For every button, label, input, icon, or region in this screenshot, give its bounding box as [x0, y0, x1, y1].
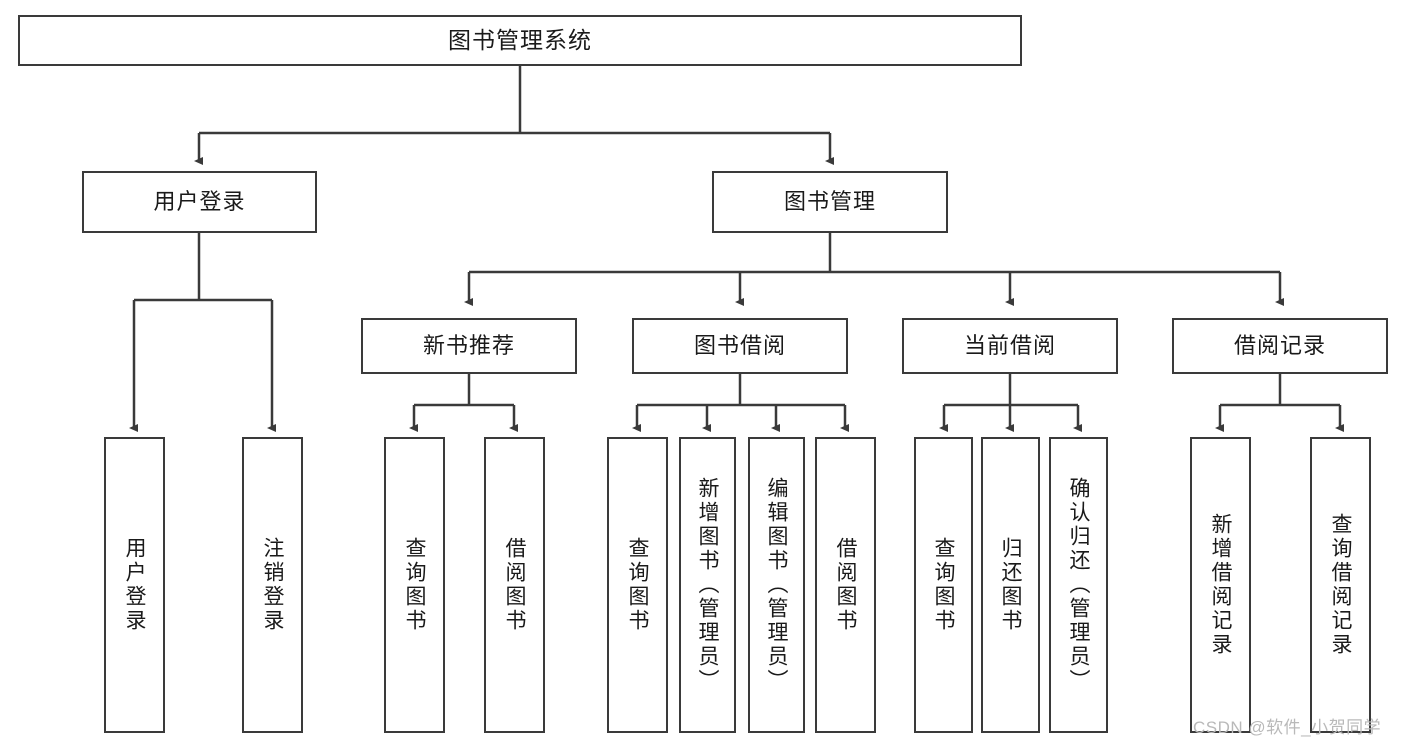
node-book-management[interactable]: 图书管理	[712, 171, 948, 233]
leaf-book-borrow-query-book[interactable]: 查询图书	[607, 437, 668, 733]
node-borrow-record[interactable]: 借阅记录	[1172, 318, 1388, 374]
leaf-book-borrow-add-book-admin[interactable]: 新增图书（管理员）	[679, 437, 736, 733]
node-root-library-management-system[interactable]: 图书管理系统	[18, 15, 1022, 66]
leaf-book-borrow-borrow-book[interactable]: 借阅图书	[815, 437, 876, 733]
leaf-user-login-logout[interactable]: 注销登录	[242, 437, 303, 733]
node-current-borrow[interactable]: 当前借阅	[902, 318, 1118, 374]
leaf-current-borrow-confirm-return-admin[interactable]: 确认归还（管理员）	[1049, 437, 1108, 733]
leaf-new-book-borrow-book[interactable]: 借阅图书	[484, 437, 545, 733]
leaf-current-borrow-query-book[interactable]: 查询图书	[914, 437, 973, 733]
leaf-current-borrow-return-book[interactable]: 归还图书	[981, 437, 1040, 733]
leaf-book-borrow-edit-book-admin[interactable]: 编辑图书（管理员）	[748, 437, 805, 733]
node-user-login[interactable]: 用户登录	[82, 171, 317, 233]
leaf-borrow-record-add-record[interactable]: 新增借阅记录	[1190, 437, 1251, 733]
node-new-book-recommend[interactable]: 新书推荐	[361, 318, 577, 374]
node-book-borrow[interactable]: 图书借阅	[632, 318, 848, 374]
leaf-borrow-record-query-record[interactable]: 查询借阅记录	[1310, 437, 1371, 733]
csdn-watermark: CSDN @软件_小贺同学	[1193, 718, 1382, 737]
leaf-new-book-query-book[interactable]: 查询图书	[384, 437, 445, 733]
leaf-user-login-login[interactable]: 用户登录	[104, 437, 165, 733]
